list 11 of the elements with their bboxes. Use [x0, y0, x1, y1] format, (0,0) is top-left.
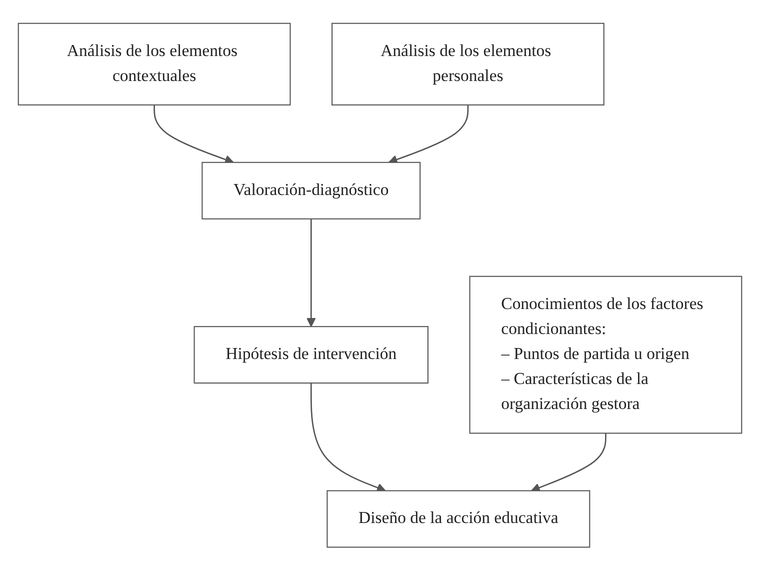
node-box: Diseño de la acción educativa — [326, 490, 590, 548]
node-box: Hipótesis de intervención — [194, 326, 428, 384]
node-box: Análisis de los elementos contextuales — [18, 22, 291, 106]
node-box: Valoración-diagnóstico — [202, 162, 421, 220]
arrow — [388, 104, 469, 164]
arrow — [530, 432, 606, 492]
arrow — [154, 104, 234, 164]
arrow — [310, 382, 386, 492]
node-box: Análisis de los elementos personales — [332, 22, 604, 106]
arrow — [306, 218, 316, 327]
node-box: Conocimientos de los factores condicionantes: – Puntos de partida u origen – Características de la organización gestora — [469, 276, 742, 434]
